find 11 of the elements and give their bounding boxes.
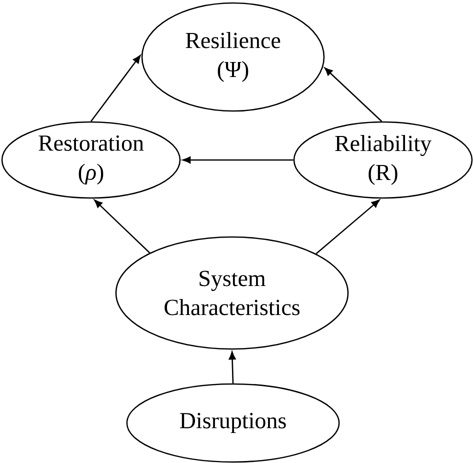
ellipse-node: Restoration (ρ) [1, 121, 181, 199]
arrow [324, 68, 382, 122]
arrow [94, 200, 150, 254]
ellipse-node: Disruptions [126, 383, 340, 463]
arrow [228, 352, 236, 384]
ellipse-node: Reliability (R) [293, 121, 473, 199]
arrow [182, 156, 294, 164]
ellipse-node: System Characteristics [115, 236, 349, 350]
arrow [316, 200, 380, 254]
arrow [90, 55, 141, 122]
ellipse-node: Resilience (Ψ) [141, 2, 325, 112]
